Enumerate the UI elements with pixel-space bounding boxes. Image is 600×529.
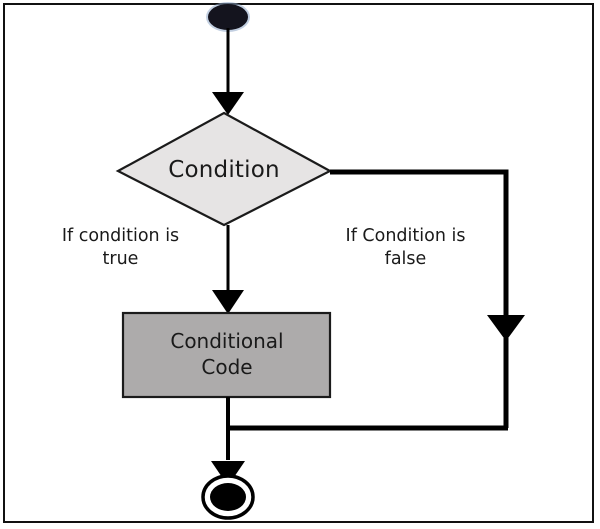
true-branch-label-line1: If condition is — [61, 226, 180, 246]
false-branch-label: If Condition is false — [313, 225, 498, 271]
true-branch-label: If condition is true — [28, 225, 213, 271]
edge-decision-true — [212, 225, 244, 314]
action-node[interactable] — [121, 311, 332, 399]
edge-action-to-end — [211, 397, 508, 486]
end-node-inner-fill — [210, 483, 246, 511]
diagram-border — [3, 3, 594, 523]
edge-decision-false — [330, 169, 525, 428]
action-node-label-line2: Code — [201, 355, 253, 380]
decision-node[interactable] — [115, 111, 333, 227]
edge-start-to-decision — [212, 28, 244, 115]
start-node-fill — [208, 4, 248, 30]
action-node-shape — [121, 311, 332, 399]
false-branch-label-line2: false — [384, 249, 427, 270]
edge-decision-false-arrowhead — [487, 315, 525, 341]
edge-decision-true-arrowhead — [212, 290, 244, 314]
false-branch-label-line1: If Condition is — [345, 226, 466, 246]
action-node-label-line1: Conditional — [170, 329, 284, 353]
start-node[interactable] — [206, 2, 250, 32]
true-branch-label-line2: true — [102, 249, 139, 270]
end-node[interactable] — [201, 474, 255, 520]
edge-decision-false-path — [330, 169, 509, 320]
edge-action-to-end-arrowhead — [211, 461, 245, 486]
decision-node-label: Condition — [168, 157, 280, 183]
decision-node-shape — [115, 111, 333, 227]
edge-start-to-decision-arrowhead — [212, 92, 244, 115]
